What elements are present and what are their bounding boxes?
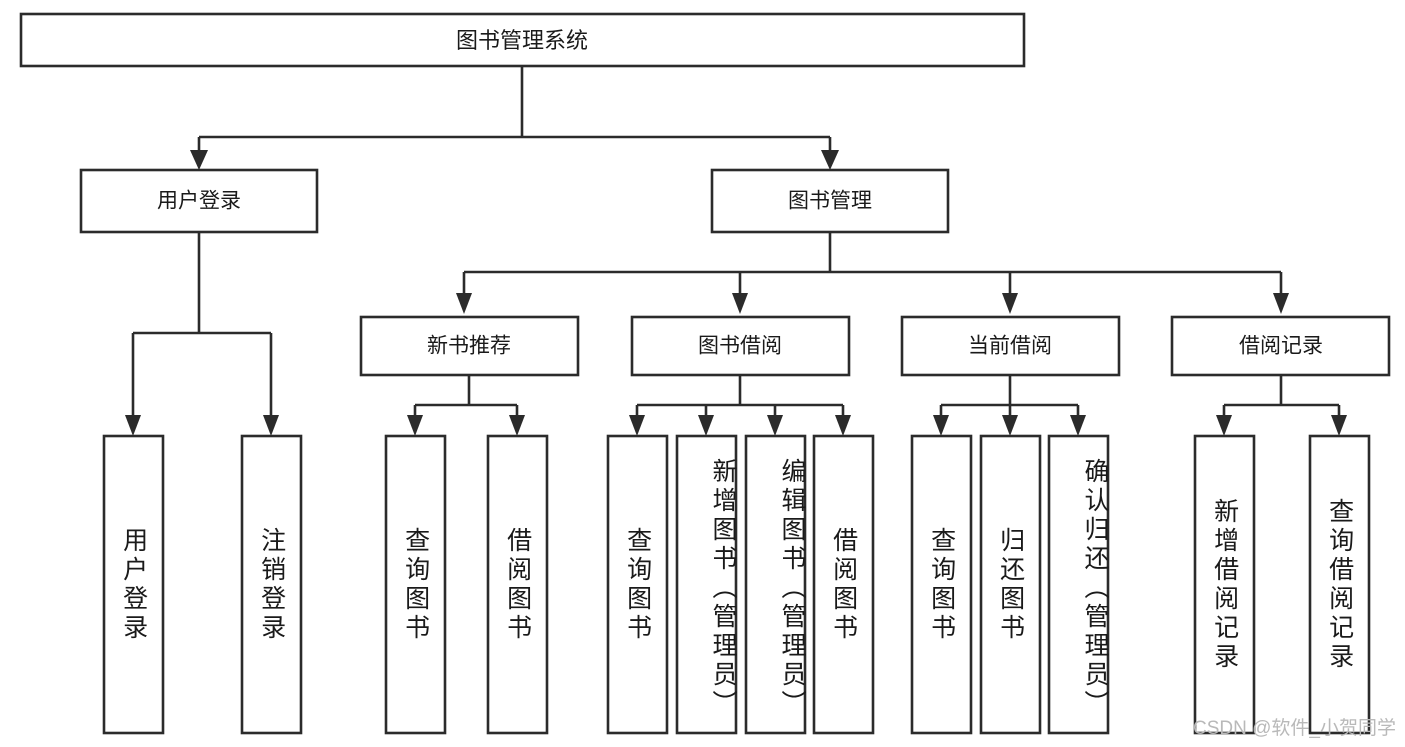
leaf-box-user-login[interactable] <box>102 434 165 735</box>
node-root[interactable]: 图书管理系统 <box>19 12 1026 68</box>
leaf-box-nb-borrow-book[interactable] <box>486 434 549 735</box>
arrow-head-bb-leaf3 <box>767 415 783 436</box>
arrow-head-cb-leaf1 <box>933 415 949 436</box>
node-book-management[interactable]: 图书管理 <box>710 168 950 234</box>
arrow-head-nb-leaf2 <box>509 415 525 436</box>
node-new-book-recommend-box[interactable] <box>359 315 580 377</box>
node-new-book-recommend[interactable]: 新书推荐 <box>359 315 580 377</box>
leaf-box-br-add-record[interactable] <box>1193 434 1256 735</box>
connector-group-book-mgmt <box>456 232 1289 314</box>
arrow-head-new-book <box>456 293 472 314</box>
connector-group-root <box>190 66 839 170</box>
node-user-login-label: 用户登录 <box>157 190 241 213</box>
node-user-login[interactable]: 用户登录 <box>79 168 319 234</box>
node-book-management-box[interactable] <box>710 168 950 234</box>
node-book-management-label: 图书管理 <box>788 190 872 213</box>
arrow-head-br-leaf1 <box>1216 415 1232 436</box>
leaf-box-bb-add-book[interactable] <box>675 434 738 735</box>
node-borrow-record-label: 借阅记录 <box>1239 335 1323 358</box>
arrow-head-book-mgmt <box>821 150 839 170</box>
arrow-head-br-leaf2 <box>1331 415 1347 436</box>
node-root-label: 图书管理系统 <box>456 28 588 53</box>
node-book-borrow-box[interactable] <box>630 315 851 377</box>
connector-group-borrow-record <box>1216 375 1347 436</box>
node-current-borrow-label: 当前借阅 <box>968 335 1052 358</box>
leaf-box-bb-query-book[interactable] <box>606 434 669 735</box>
node-current-borrow-box[interactable] <box>900 315 1121 377</box>
leaf-box-cb-confirm-return[interactable] <box>1047 434 1110 735</box>
leaf-box-br-query-record[interactable] <box>1308 434 1371 735</box>
leaf-box-cb-query-book[interactable] <box>910 434 973 735</box>
leaf-boxes <box>102 434 1371 735</box>
arrow-head-cb-leaf2 <box>1002 415 1018 436</box>
connector-group-current-borrow <box>933 375 1086 436</box>
arrow-head-bb-leaf2 <box>698 415 714 436</box>
arrow-head-nb-leaf1 <box>407 415 423 436</box>
leaf-box-logout[interactable] <box>240 434 303 735</box>
arrow-head-bb-leaf1 <box>629 415 645 436</box>
arrow-head-leaf-logout <box>263 415 279 436</box>
connector-group-user-login <box>125 232 279 436</box>
connector-group-new-book <box>407 375 525 436</box>
node-book-borrow[interactable]: 图书借阅 <box>630 315 851 377</box>
leaf-box-cb-return-book[interactable] <box>979 434 1042 735</box>
arrow-head-cb-leaf3 <box>1070 415 1086 436</box>
arrow-head-user-login <box>190 150 208 170</box>
connector-group-book-borrow <box>629 375 851 436</box>
node-current-borrow[interactable]: 当前借阅 <box>900 315 1121 377</box>
node-new-book-recommend-label: 新书推荐 <box>427 335 511 358</box>
csdn-watermark: CSDN @软件_小贺同学 <box>1193 718 1396 739</box>
node-root-box[interactable] <box>19 12 1026 68</box>
node-user-login-box[interactable] <box>79 168 319 234</box>
node-borrow-record-box[interactable] <box>1170 315 1391 377</box>
node-book-borrow-label: 图书借阅 <box>698 335 782 358</box>
arrow-head-leaf-user-login <box>125 415 141 436</box>
node-borrow-record[interactable]: 借阅记录 <box>1170 315 1391 377</box>
arrow-head-bb-leaf4 <box>835 415 851 436</box>
leaf-box-bb-edit-book[interactable] <box>744 434 807 735</box>
arrow-head-book-borrow <box>732 293 748 314</box>
arrow-head-current-borrow <box>1002 293 1018 314</box>
leaf-box-nb-query-book[interactable] <box>384 434 447 735</box>
arrow-head-borrow-record <box>1273 293 1289 314</box>
leaf-box-bb-borrow-book[interactable] <box>812 434 875 735</box>
